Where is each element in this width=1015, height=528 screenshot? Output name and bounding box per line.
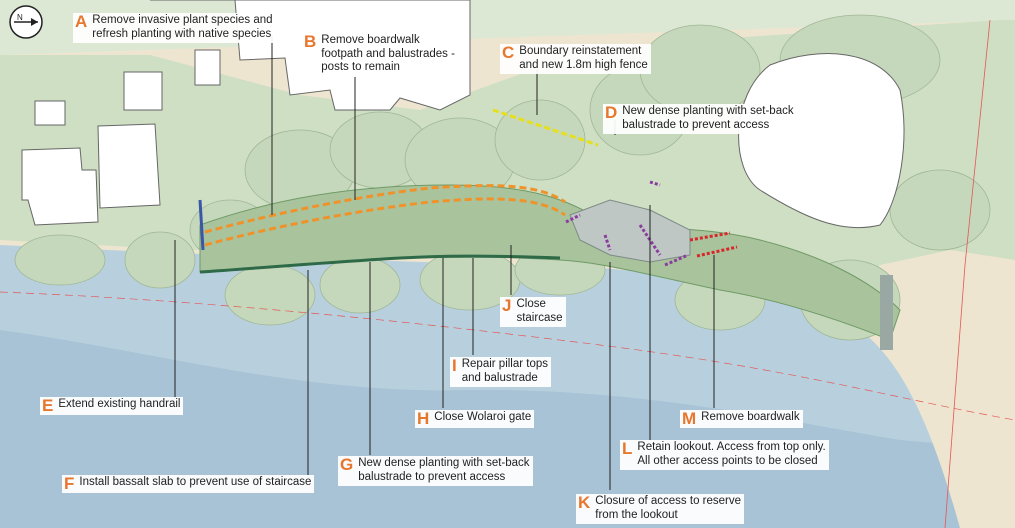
annotation-letter: J bbox=[502, 296, 512, 315]
road-edge bbox=[944, 19, 991, 528]
annotation-text: New dense planting with set-back balustr… bbox=[358, 457, 530, 483]
annotation-letter: C bbox=[502, 43, 515, 62]
annotation-letter: F bbox=[64, 474, 75, 493]
annotation-letter: D bbox=[605, 103, 618, 122]
annotation-letter: H bbox=[417, 409, 430, 428]
boardwalk-path-upper bbox=[204, 197, 566, 247]
annotation-f: F Install bassalt slab to prevent use of … bbox=[62, 474, 315, 493]
annotation-e: E Extend existing handrail bbox=[40, 396, 184, 415]
boundary-line bbox=[0, 291, 1015, 421]
annotation-letter: I bbox=[452, 356, 457, 375]
buildings bbox=[21, 0, 905, 229]
boardwalk-path-lower bbox=[204, 184, 566, 234]
annotation-text: Boundary reinstatement and new 1.8m high… bbox=[519, 45, 648, 71]
boundary-fence bbox=[492, 108, 599, 147]
annotation-letter: L bbox=[622, 439, 633, 458]
annotation-letter: A bbox=[75, 12, 88, 31]
balustrade-line bbox=[199, 254, 561, 274]
annotation-text: Remove boardwalk bbox=[701, 411, 800, 423]
annotation-text: Closure of access to reserve from the lo… bbox=[595, 495, 742, 521]
annotation-text: Remove boardwalk footpath and balustrade… bbox=[321, 34, 455, 73]
annotation-letter: K bbox=[578, 493, 591, 512]
annotation-text: Close Wolaroi gate bbox=[434, 411, 532, 423]
boardwalk-removal-marks bbox=[689, 231, 738, 258]
annotation-h: H Close Wolaroi gate bbox=[415, 409, 535, 428]
annotation-letter: G bbox=[340, 455, 354, 474]
annotation-text: Remove invasive plant species and refres… bbox=[92, 14, 273, 40]
annotation-text: Extend existing handrail bbox=[58, 398, 181, 410]
annotation-text: Install bassalt slab to prevent use of s… bbox=[79, 476, 312, 488]
annotation-letter: E bbox=[42, 396, 54, 415]
annotation-letter: M bbox=[682, 409, 697, 428]
annotation-text: New dense planting with set-back balustr… bbox=[622, 105, 794, 131]
annotation-letter: B bbox=[304, 32, 317, 51]
annotation-text: Retain lookout. Access from top only. Al… bbox=[637, 441, 826, 467]
svg-text:N: N bbox=[17, 13, 23, 22]
planting-marks bbox=[565, 180, 689, 267]
lookout-platform bbox=[569, 199, 691, 263]
annotation-text: Repair pillar tops and balustrade bbox=[461, 358, 549, 384]
handrail bbox=[198, 199, 205, 251]
annotation-m: M Remove boardwalk bbox=[680, 410, 803, 428]
compass-north-arrow-icon: N bbox=[9, 5, 43, 39]
annotation-text: Close staircase bbox=[516, 298, 563, 324]
ramp bbox=[880, 275, 893, 350]
